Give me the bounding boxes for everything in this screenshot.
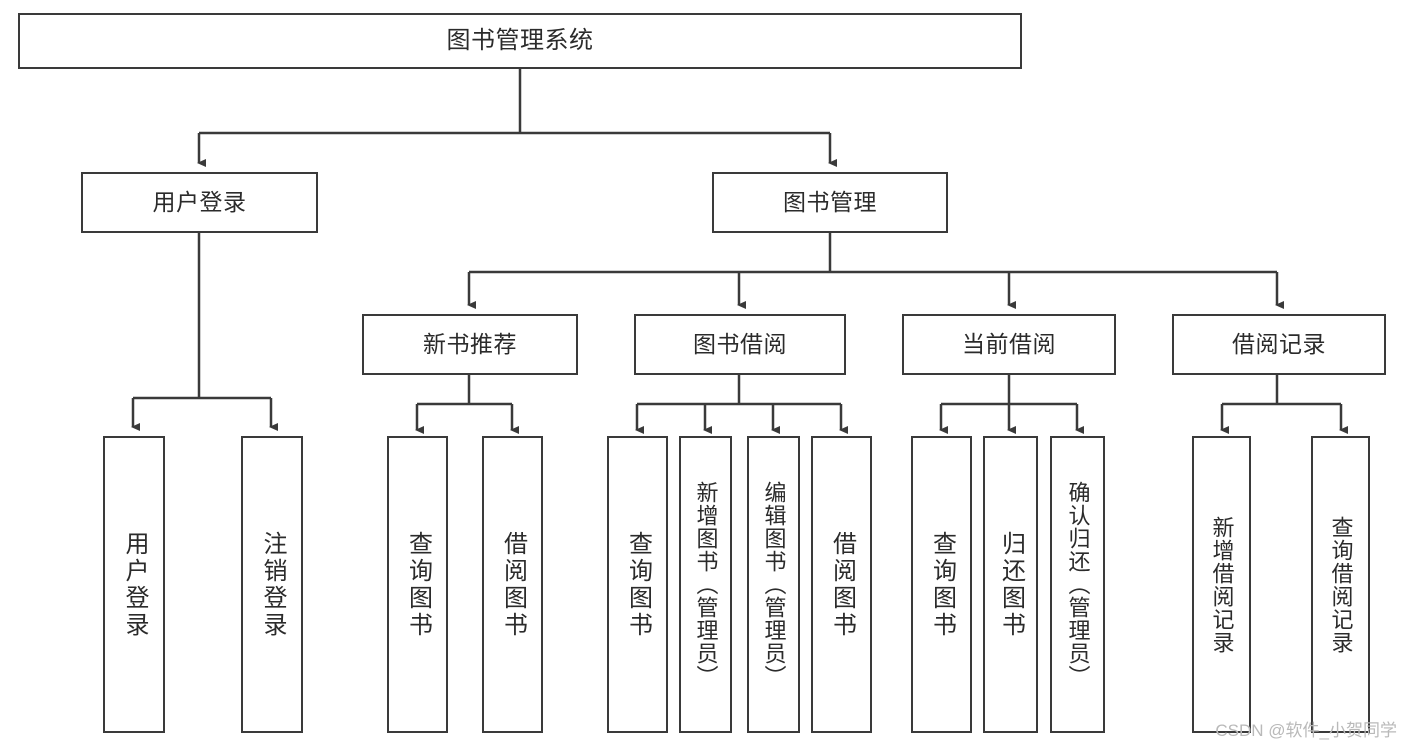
node-book-management[interactable]: 图书管理 <box>712 172 948 233</box>
node-label: 当前借阅 <box>962 330 1056 357</box>
node-label: 借阅图书 <box>499 530 527 639</box>
node-label: 注销登录 <box>259 530 286 639</box>
node-label: 借阅图书 <box>828 530 856 639</box>
node-label: 查询借阅记录 <box>1328 515 1354 654</box>
node-root-system[interactable]: 图书管理系统 <box>18 13 1022 69</box>
node-label: 查询图书 <box>928 530 956 639</box>
node-label: 新增图书（管理员） <box>693 481 719 688</box>
csdn-watermark: CSDN @软件_小贺同学 <box>1215 721 1397 740</box>
node-label: 图书管理系统 <box>446 26 594 54</box>
node-borrow-record[interactable]: 借阅记录 <box>1172 314 1386 375</box>
leaf-borrow-book[interactable]: 借阅图书 <box>811 436 872 733</box>
leaf-return-book[interactable]: 归还图书 <box>983 436 1038 733</box>
leaf-query-book-current[interactable]: 查询图书 <box>911 436 972 733</box>
node-label: 编辑图书（管理员） <box>761 481 787 688</box>
node-label: 新书推荐 <box>423 330 517 357</box>
node-book-borrow[interactable]: 图书借阅 <box>634 314 846 375</box>
leaf-query-book-borrow[interactable]: 查询图书 <box>607 436 668 733</box>
leaf-logout[interactable]: 注销登录 <box>241 436 303 733</box>
leaf-confirm-return-admin[interactable]: 确认归还（管理员） <box>1050 436 1105 733</box>
leaf-user-login[interactable]: 用户登录 <box>103 436 165 733</box>
leaf-borrow-book-recommend[interactable]: 借阅图书 <box>482 436 543 733</box>
leaf-query-borrow-record[interactable]: 查询借阅记录 <box>1311 436 1370 733</box>
node-label: 确认归还（管理员） <box>1065 481 1091 688</box>
node-label: 用户登录 <box>121 530 148 639</box>
node-new-book-recommend[interactable]: 新书推荐 <box>362 314 578 375</box>
node-user-login[interactable]: 用户登录 <box>81 172 318 233</box>
node-label: 图书管理 <box>783 188 877 215</box>
leaf-edit-book-admin[interactable]: 编辑图书（管理员） <box>747 436 800 733</box>
node-current-borrow[interactable]: 当前借阅 <box>902 314 1116 375</box>
node-label: 图书借阅 <box>693 330 787 357</box>
node-label: 查询图书 <box>404 530 432 639</box>
leaf-add-borrow-record[interactable]: 新增借阅记录 <box>1192 436 1251 733</box>
node-label: 用户登录 <box>152 188 247 215</box>
node-label: 查询图书 <box>624 530 652 639</box>
node-label: 借阅记录 <box>1232 330 1326 357</box>
node-label: 归还图书 <box>997 530 1025 639</box>
leaf-add-book-admin[interactable]: 新增图书（管理员） <box>679 436 732 733</box>
node-label: 新增借阅记录 <box>1209 515 1235 654</box>
leaf-query-book-recommend[interactable]: 查询图书 <box>387 436 448 733</box>
